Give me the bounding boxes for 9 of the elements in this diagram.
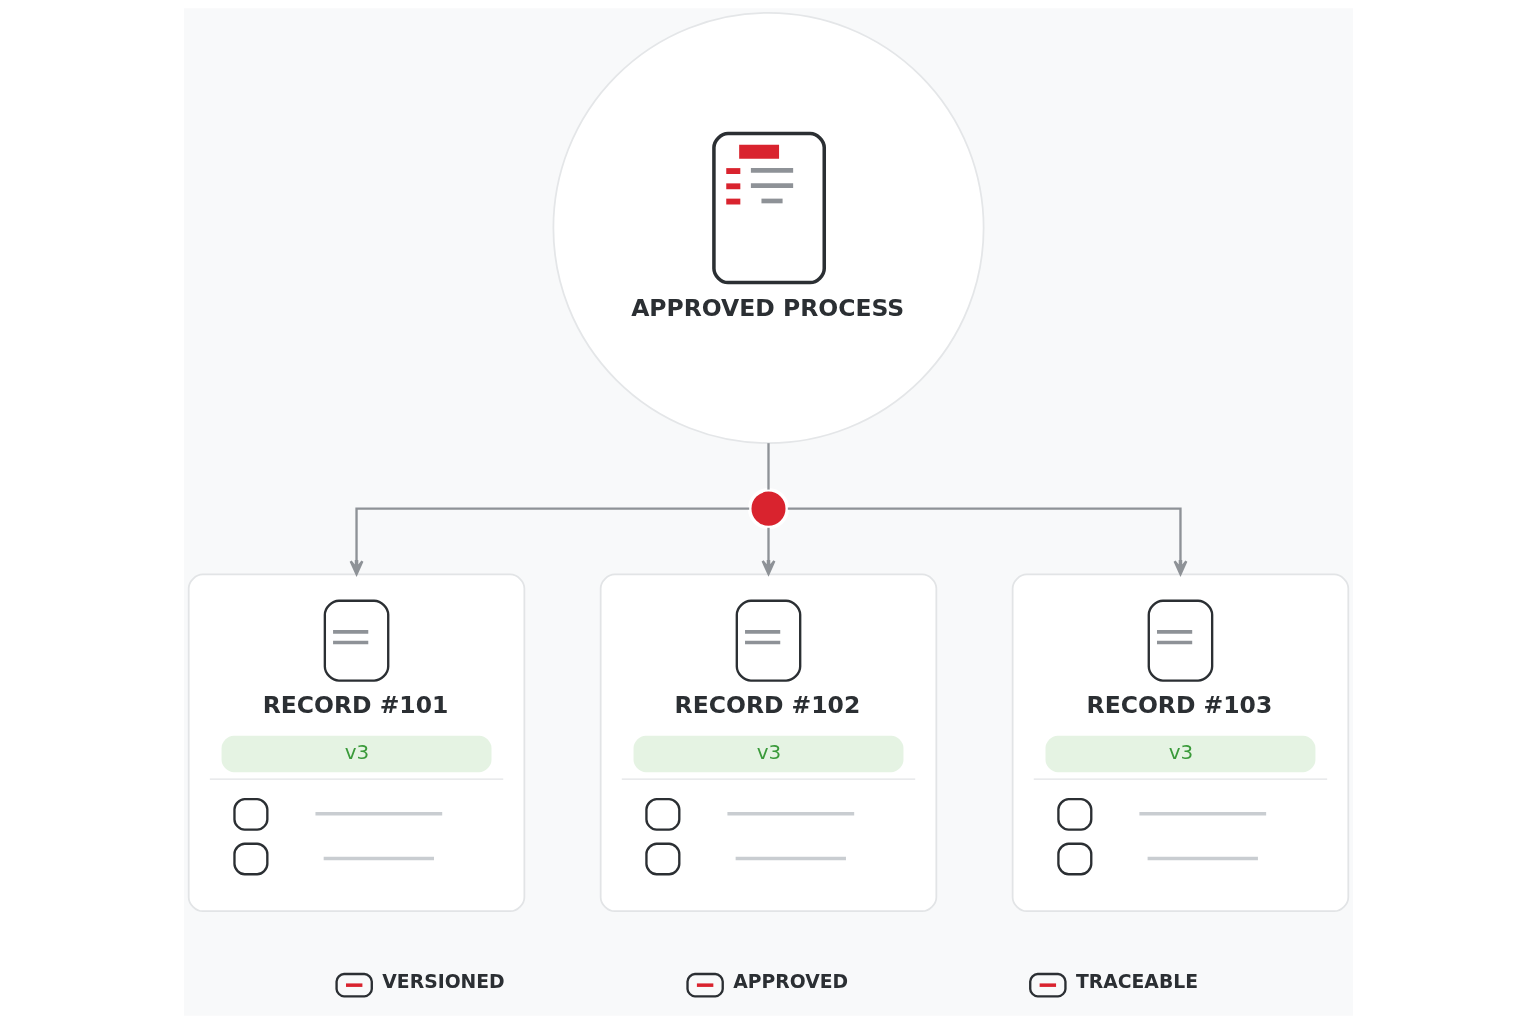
arrow [761, 527, 775, 576]
node-circle [747, 488, 789, 530]
connector [766, 443, 770, 490]
node-circle: APPROVED PROCESS [552, 11, 984, 444]
arrow [349, 507, 749, 576]
legend-label: VERSIONED [381, 971, 505, 993]
legend-label: TRACEABLE [1075, 971, 1198, 993]
legend-label: APPROVED [732, 971, 848, 993]
arrow [787, 507, 1187, 576]
